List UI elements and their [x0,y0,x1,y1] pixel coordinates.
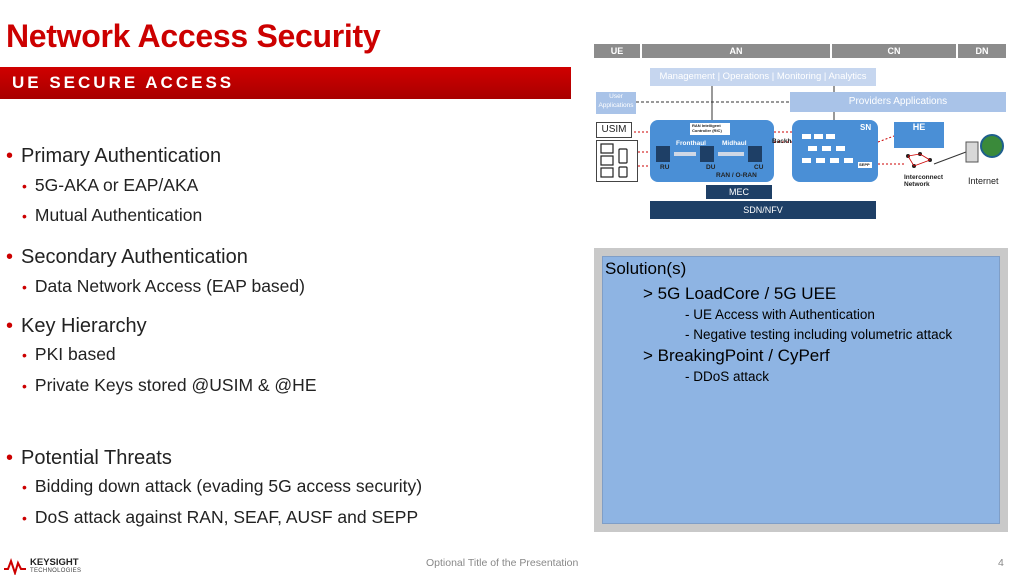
he-label: HE [912,122,926,132]
solution-subitem: - DDoS attack [685,369,770,384]
sn-label: SN [860,123,872,132]
subtitle-text: UE SECURE ACCESS [12,73,235,92]
user-applications: User Applications [596,92,636,114]
mec-bar: MEC [706,185,772,199]
ran-oran-label: RAN / O-RAN [716,172,757,179]
serving-network-node: SN SEPP [792,120,878,182]
solution-item: > 5G LoadCore / 5G UEE [643,284,837,303]
ue-devices [596,140,638,182]
sub-bullet: Mutual Authentication [22,205,202,226]
solution-subitem: - Negative testing including volumetric … [685,327,953,342]
ran-oran-node: RAN Intelligent Controller (RIC) Frontha… [650,120,774,182]
sub-bullet: Bidding down attack (evading 5G access s… [22,476,422,497]
sn-functions-icons [802,134,872,168]
device-icons [600,143,628,178]
header-ue: UE [594,44,640,58]
ric-label: RAN Intelligent Controller (RIC) [692,123,722,133]
ric-box [690,123,730,135]
cu-label: CU [754,164,764,171]
ru-label: RU [660,164,670,171]
usim-label: USIM [596,122,632,138]
interconnect-network-icon [906,152,932,168]
diagram-connectors [634,86,967,167]
solutions-panel-inner: Solution(s) > 5G LoadCore / 5G UEE - UE … [602,256,1000,524]
solutions-panel: Solution(s) > 5G LoadCore / 5G UEE - UE … [594,248,1008,532]
sdn-nfv-bar: SDN/NFV [650,201,876,219]
internet-server-globe-icon [965,134,1004,163]
keysight-wave-icon [4,558,26,575]
page-number: 4 [998,557,1004,569]
slide-title: Network Access Security [6,18,381,54]
solutions-title: Solution(s) [605,259,687,278]
solution-subitem: - UE Access with Authentication [685,307,875,322]
sub-bullet: Data Network Access (EAP based) [22,276,305,297]
backhaul-label: Backhaul [772,138,801,145]
fronthaul-label: Fronthaul [676,140,706,147]
bullet-primary-authentication: Primary Authentication [6,145,221,168]
bullet-potential-threats: Potential Threats [6,447,172,470]
footer-title: Optional Title of the Presentation [426,557,579,569]
bullet-key-hierarchy: Key Hierarchy [6,315,147,338]
sub-bullet: PKI based [22,344,116,365]
logo-main-text: KEYSIGHT [30,557,79,568]
keysight-logo: KEYSIGHT TECHNOLOGIES [4,555,104,579]
logo-sub-text: TECHNOLOGIES [30,568,82,574]
management-bar: Management | Operations | Monitoring | A… [650,68,876,86]
midhaul-label: Midhaul [722,140,747,147]
du-label: DU [706,164,716,171]
providers-applications: Providers Applications [790,92,1006,112]
header-cn: CN [832,44,956,58]
home-environment-node: HE [894,122,944,148]
header-dn: DN [958,44,1006,58]
architecture-diagram: UE AN CN DN Management | Operations | Mo… [594,44,1006,222]
sub-bullet: 5G-AKA or EAP/AKA [22,175,198,196]
header-an: AN [642,44,830,58]
bullet-secondary-authentication: Secondary Authentication [6,246,248,269]
interconnect-label: Interconnect Network [904,174,944,188]
sepp-label: SEPP [859,162,870,167]
solution-item: > BreakingPoint / CyPerf [643,346,830,365]
ran-equipment-icons [656,146,762,162]
sub-bullet: Private Keys stored @USIM & @HE [22,375,317,396]
subtitle-bar: UE SECURE ACCESS [0,67,571,99]
internet-label: Internet [968,176,999,186]
sub-bullet: DoS attack against RAN, SEAF, AUSF and S… [22,507,418,528]
